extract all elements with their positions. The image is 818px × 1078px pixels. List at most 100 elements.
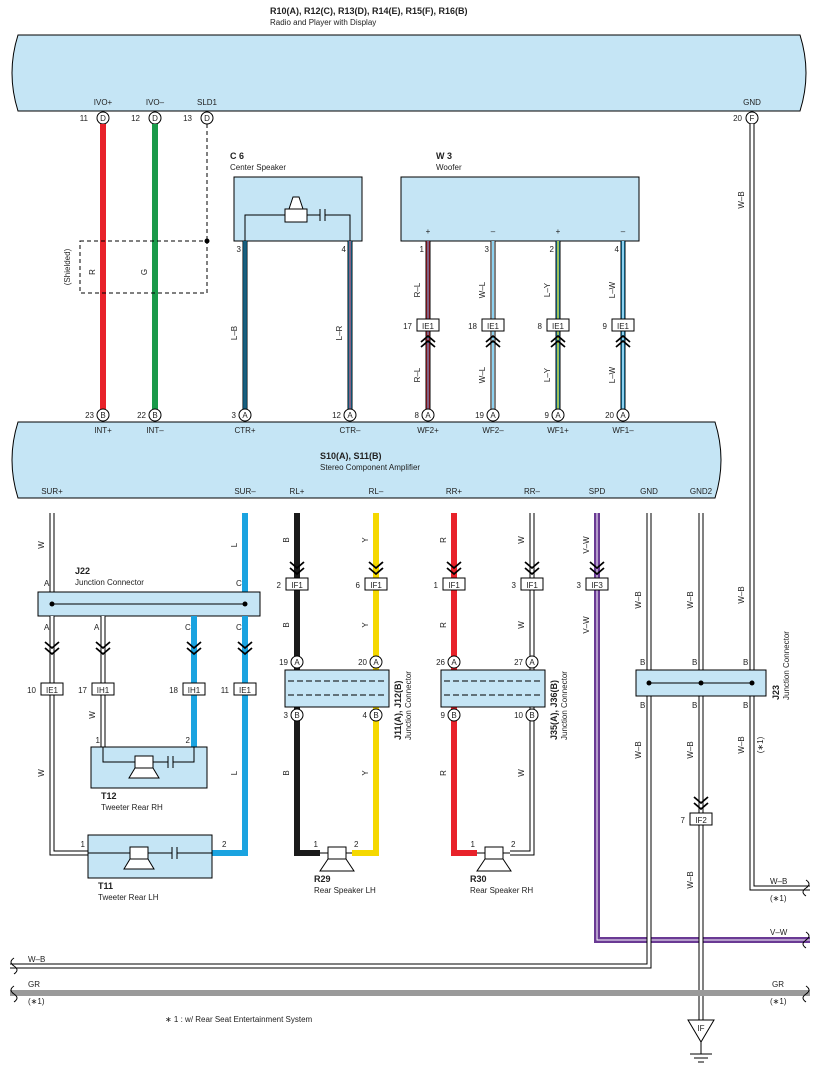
r29-code: R29 <box>314 874 331 884</box>
svg-text:IE1: IE1 <box>552 322 565 331</box>
connector-if1: 6 IF1 <box>356 561 388 591</box>
wire-rl-plus <box>294 513 320 856</box>
j23-pin: B <box>640 701 645 710</box>
r30-name: Rear Speaker RH <box>470 886 533 895</box>
wire-label: GR <box>772 980 784 989</box>
svg-text:D: D <box>100 114 106 123</box>
wire-label: Y <box>361 770 370 776</box>
svg-text:A: A <box>242 411 248 420</box>
wire-label: V–W <box>770 928 788 937</box>
wire-rl-minus <box>352 513 379 856</box>
j11-pin: 20 A <box>358 655 383 669</box>
woofer-pin: 1 <box>420 245 425 254</box>
svg-text:A: A <box>451 658 457 667</box>
svg-text:4: 4 <box>363 711 368 720</box>
j22-pin: C <box>236 579 242 588</box>
svg-text:A: A <box>347 411 353 420</box>
wire-label: W–B <box>634 591 643 608</box>
woofer-name: Woofer <box>436 163 462 172</box>
connector-ie1: 8 IE1 <box>538 318 570 348</box>
radio-pin-name: SLD1 <box>197 98 218 107</box>
svg-text:9: 9 <box>441 711 446 720</box>
speaker-icon <box>244 196 351 241</box>
amp-name: Stereo Component Amplifier <box>320 463 420 472</box>
wire-label: W–B <box>686 591 695 608</box>
break-mark <box>10 879 810 1003</box>
wire-label: W–B <box>770 877 787 886</box>
note-mark: (∗1) <box>756 736 765 753</box>
wire-label: R <box>439 537 448 543</box>
footnote: ∗ 1 : w/ Rear Seat Entertainment System <box>165 1015 313 1024</box>
connector-if2: 7 IF2 <box>681 796 713 826</box>
svg-text:11: 11 <box>221 686 230 695</box>
svg-text:17: 17 <box>403 322 412 331</box>
j22-pin: C <box>185 623 191 632</box>
svg-text:IF1: IF1 <box>448 581 460 590</box>
wire-label: R–L <box>413 282 422 297</box>
rear-speaker-rh: 1 2 <box>471 840 516 872</box>
wire-sur-l2 <box>212 616 248 856</box>
woofer-pol: – <box>621 227 626 236</box>
amp-pin-name: RL+ <box>290 487 305 496</box>
speaker-pin: 2 <box>222 840 227 849</box>
amp-pin-name: RR– <box>524 487 541 496</box>
wire-label: V–W <box>582 536 591 554</box>
svg-text:1: 1 <box>434 581 439 590</box>
shielded-label: (Shielded) <box>63 248 72 285</box>
wire-label: L–B <box>230 326 239 340</box>
svg-text:2: 2 <box>277 581 282 590</box>
svg-text:22: 22 <box>137 411 146 420</box>
wire-sur-w1 <box>49 616 88 856</box>
woofer-code: W 3 <box>436 151 452 161</box>
svg-text:A: A <box>373 658 379 667</box>
wire-label: L–Y <box>543 367 552 382</box>
svg-text:D: D <box>204 114 210 123</box>
amp-pin-name: SPD <box>589 487 606 496</box>
svg-text:20: 20 <box>358 658 367 667</box>
woofer-pin: 4 <box>615 245 620 254</box>
wire-label: W <box>517 621 526 629</box>
wire-label: L <box>230 770 239 775</box>
wire-label: G <box>140 269 149 275</box>
j22-name: Junction Connector <box>75 578 144 587</box>
j22-code: J22 <box>75 566 90 576</box>
svg-text:2: 2 <box>511 840 516 849</box>
svg-text:20: 20 <box>605 411 614 420</box>
r30-code: R30 <box>470 874 487 884</box>
svg-text:8: 8 <box>415 411 420 420</box>
svg-text:A: A <box>490 411 496 420</box>
svg-text:B: B <box>100 411 105 420</box>
radio-pin: 12 D <box>131 111 162 125</box>
svg-text:B: B <box>451 711 456 720</box>
svg-text:12: 12 <box>332 411 341 420</box>
radio-pin: 13 D <box>183 111 214 125</box>
svg-text:B: B <box>373 711 378 720</box>
woofer-pin: 2 <box>550 245 555 254</box>
amp-pin-name: RL– <box>369 487 384 496</box>
wire-label: W <box>37 541 46 549</box>
connector-if3: 3 IF3 <box>577 561 609 591</box>
woofer-pol: + <box>426 227 431 236</box>
svg-text:WF2+: WF2+ <box>417 426 439 435</box>
j23-pin: B <box>743 701 748 710</box>
j11-code: J11(A), J12(B) <box>393 680 403 740</box>
t11-name: Tweeter Rear LH <box>98 893 159 902</box>
wire-label: W–B <box>28 955 45 964</box>
amp-pin-name: SUR– <box>234 487 256 496</box>
note-mark: (∗1) <box>28 997 45 1006</box>
svg-text:IF3: IF3 <box>591 581 603 590</box>
svg-text:20: 20 <box>733 114 742 123</box>
j23-pin: B <box>692 658 697 667</box>
svg-text:3: 3 <box>232 411 237 420</box>
svg-text:IF2: IF2 <box>695 816 707 825</box>
j11-box <box>284 669 390 708</box>
amp-pin-name: SUR+ <box>41 487 63 496</box>
connector-ie1: 10 IE1 <box>27 641 64 696</box>
